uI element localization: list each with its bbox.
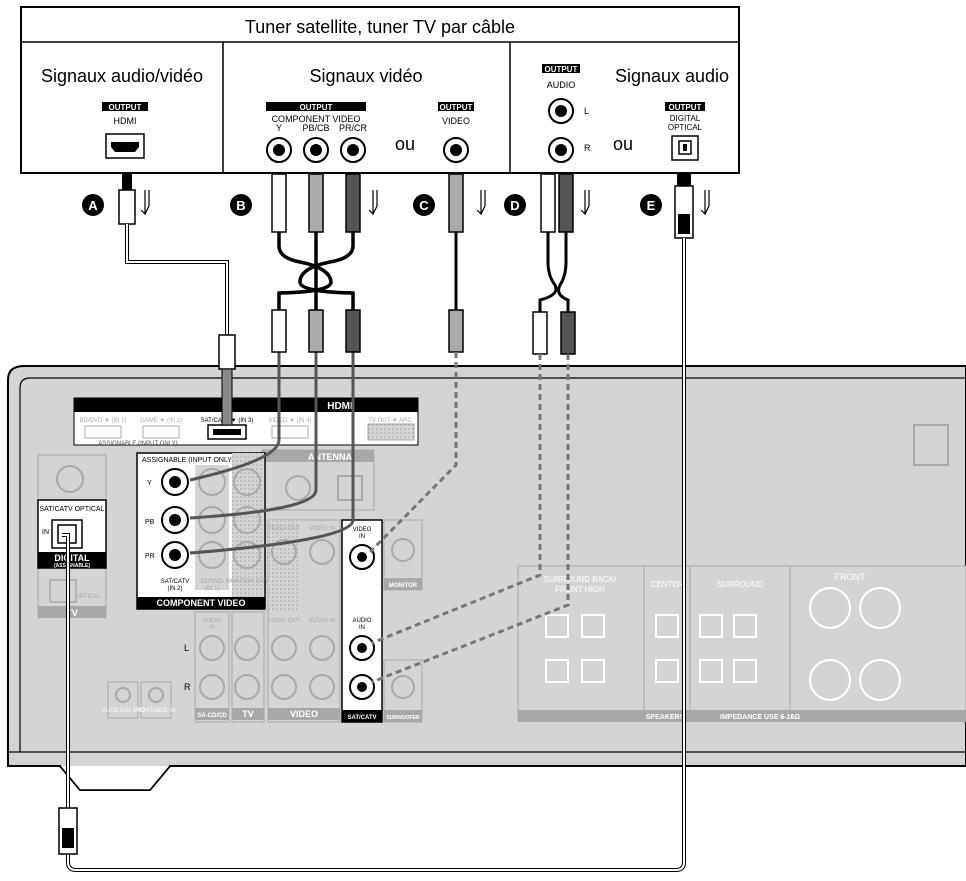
svg-text:TV: TV xyxy=(242,709,254,719)
svg-text:AUDIO: AUDIO xyxy=(352,618,371,624)
svg-text:SAT/CATV OPTICAL: SAT/CATV OPTICAL xyxy=(39,506,104,513)
svg-text:MONITOR OUT: MONITOR OUT xyxy=(226,579,269,585)
cable-e-optical xyxy=(58,174,694,872)
svg-text:SPEAKERS: SPEAKERS xyxy=(646,714,685,721)
svg-text:L: L xyxy=(184,643,189,653)
svg-text:SURROUND: SURROUND xyxy=(717,580,763,589)
svg-text:IN: IN xyxy=(359,625,365,631)
svg-text:OUTPUT: OUTPUT xyxy=(109,103,142,112)
svg-text:BD/DVD ▼ (IN 1): BD/DVD ▼ (IN 1) xyxy=(80,418,127,424)
svg-text:PR: PR xyxy=(145,553,155,560)
svg-text:VIDEO: VIDEO xyxy=(442,116,470,126)
svg-text:VIDEO: VIDEO xyxy=(290,709,318,719)
cable-label-d: D xyxy=(504,194,526,216)
svg-text:MONITOR: MONITOR xyxy=(389,583,418,589)
svg-text:DIGITAL: DIGITAL xyxy=(670,114,701,123)
svg-text:COMPONENT VIDEO: COMPONENT VIDEO xyxy=(156,598,245,608)
svg-text:L: L xyxy=(584,106,589,116)
or-label-audio: ou xyxy=(613,134,633,154)
svg-text:VIDEO OUT: VIDEO OUT xyxy=(267,526,300,532)
svg-text:PR/CR: PR/CR xyxy=(339,123,368,133)
svg-text:IN: IN xyxy=(209,625,215,631)
source-audio-output: OUTPUT AUDIO L R xyxy=(542,64,591,163)
svg-text:HDMI: HDMI xyxy=(327,401,353,412)
cable-c-video xyxy=(368,173,464,554)
source-optical-output: OUTPUT DIGITAL OPTICAL xyxy=(665,102,705,161)
svg-text:C: C xyxy=(419,198,429,213)
svg-text:PORTABLE IN: PORTABLE IN xyxy=(136,708,175,714)
svg-text:TV: TV xyxy=(66,608,78,618)
svg-text:OUTPUT: OUTPUT xyxy=(440,103,473,112)
svg-text:OUTPUT: OUTPUT xyxy=(545,65,578,74)
svg-text:VIDEO ▼ (IN 4): VIDEO ▼ (IN 4) xyxy=(269,418,312,424)
svg-text:TV OUT ▼ ARC: TV OUT ▼ ARC xyxy=(368,418,412,424)
cable-label-c: C xyxy=(413,194,435,216)
svg-text:DIGITAL: DIGITAL xyxy=(54,553,90,563)
svg-text:ASSIGNABLE (INPUT ONLY): ASSIGNABLE (INPUT ONLY) xyxy=(98,441,177,447)
cable-label-e: E xyxy=(640,194,662,216)
svg-text:FRONT HIGH: FRONT HIGH xyxy=(555,585,605,594)
svg-text:(IN 2): (IN 2) xyxy=(168,586,183,592)
svg-text:B: B xyxy=(236,198,245,213)
cable-b-component xyxy=(189,230,355,555)
svg-text:SA-CD/CD: SA-CD/CD xyxy=(197,713,227,719)
direction-arrow-icons xyxy=(140,190,710,216)
svg-text:ANTENNA: ANTENNA xyxy=(308,452,352,462)
or-label-video: ou xyxy=(395,134,415,154)
col-av-label: Signaux audio/vidéo xyxy=(41,66,203,86)
svg-text:CENTER: CENTER xyxy=(651,580,684,589)
svg-text:ASSIGNABLE (INPUT ONLY): ASSIGNABLE (INPUT ONLY) xyxy=(142,457,234,464)
svg-text:GAME ▼ (IN 2): GAME ▼ (IN 2) xyxy=(140,418,182,424)
svg-text:BD/DVD: BD/DVD xyxy=(201,579,224,585)
col-audio-label: Signaux audio xyxy=(615,66,729,86)
svg-text:AUDIO: AUDIO xyxy=(547,80,576,90)
svg-text:IMPEDANCE USE 6-16Ω: IMPEDANCE USE 6-16Ω xyxy=(720,714,800,721)
cable-label-a: A xyxy=(82,194,104,216)
svg-text:(ASSIGNABLE): (ASSIGNABLE) xyxy=(54,563,90,569)
cable-b-plugs xyxy=(271,173,361,353)
svg-text:FRONT: FRONT xyxy=(835,572,866,582)
svg-text:OPTICAL: OPTICAL xyxy=(668,123,703,132)
cable-a-hdmi xyxy=(118,174,236,426)
source-video-output: OUTPUT VIDEO xyxy=(438,102,474,163)
svg-text:R: R xyxy=(584,143,591,153)
svg-text:IN: IN xyxy=(359,534,365,540)
svg-text:SAT/CATV: SAT/CATV xyxy=(161,579,189,585)
svg-text:AUDIO IN: AUDIO IN xyxy=(309,618,336,624)
source-title: Tuner satellite, tuner TV par câble xyxy=(245,17,515,37)
svg-text:A: A xyxy=(88,198,98,213)
col-video-label: Signaux vidéo xyxy=(309,66,422,86)
svg-text:AUDIO: AUDIO xyxy=(202,618,221,624)
cable-label-b: B xyxy=(230,194,252,216)
svg-text:COMPONENT VIDEO: COMPONENT VIDEO xyxy=(272,114,361,124)
svg-text:AUTO CAL MIC: AUTO CAL MIC xyxy=(102,708,145,714)
svg-text:SUBWOOFER: SUBWOOFER xyxy=(386,715,419,721)
svg-text:PB/CB: PB/CB xyxy=(302,123,329,133)
svg-text:(IN 1): (IN 1) xyxy=(205,586,220,592)
svg-text:E: E xyxy=(647,198,656,213)
svg-text:OUTPUT: OUTPUT xyxy=(669,103,702,112)
svg-text:OUTPUT: OUTPUT xyxy=(300,103,333,112)
svg-text:D: D xyxy=(510,198,519,213)
svg-text:VIDEO IN: VIDEO IN xyxy=(309,526,335,532)
source-component-output: OUTPUT COMPONENT VIDEO Y PB/CB PR/CR xyxy=(266,102,368,163)
svg-text:SURROUND BACK/: SURROUND BACK/ xyxy=(544,575,617,584)
cable-d-audio xyxy=(371,173,576,684)
svg-text:R: R xyxy=(184,682,191,692)
svg-text:IN: IN xyxy=(42,529,49,536)
svg-text:OPTICAL: OPTICAL xyxy=(75,594,101,600)
source-hdmi-output: OUTPUT HDMI xyxy=(102,102,148,159)
svg-text:VIDEO: VIDEO xyxy=(353,527,372,533)
receiver-rear-panel: HDMI BD/DVD ▼ (IN 1) GAME ▼ (IN 2) SAT/C… xyxy=(7,365,966,791)
svg-text:Y: Y xyxy=(276,123,282,133)
svg-text:HDMI: HDMI xyxy=(114,116,137,126)
svg-text:AUDIO OUT: AUDIO OUT xyxy=(267,618,301,624)
svg-text:Y: Y xyxy=(147,480,152,487)
svg-text:SAT/CATV: SAT/CATV xyxy=(347,715,376,721)
svg-text:PB: PB xyxy=(145,519,155,526)
